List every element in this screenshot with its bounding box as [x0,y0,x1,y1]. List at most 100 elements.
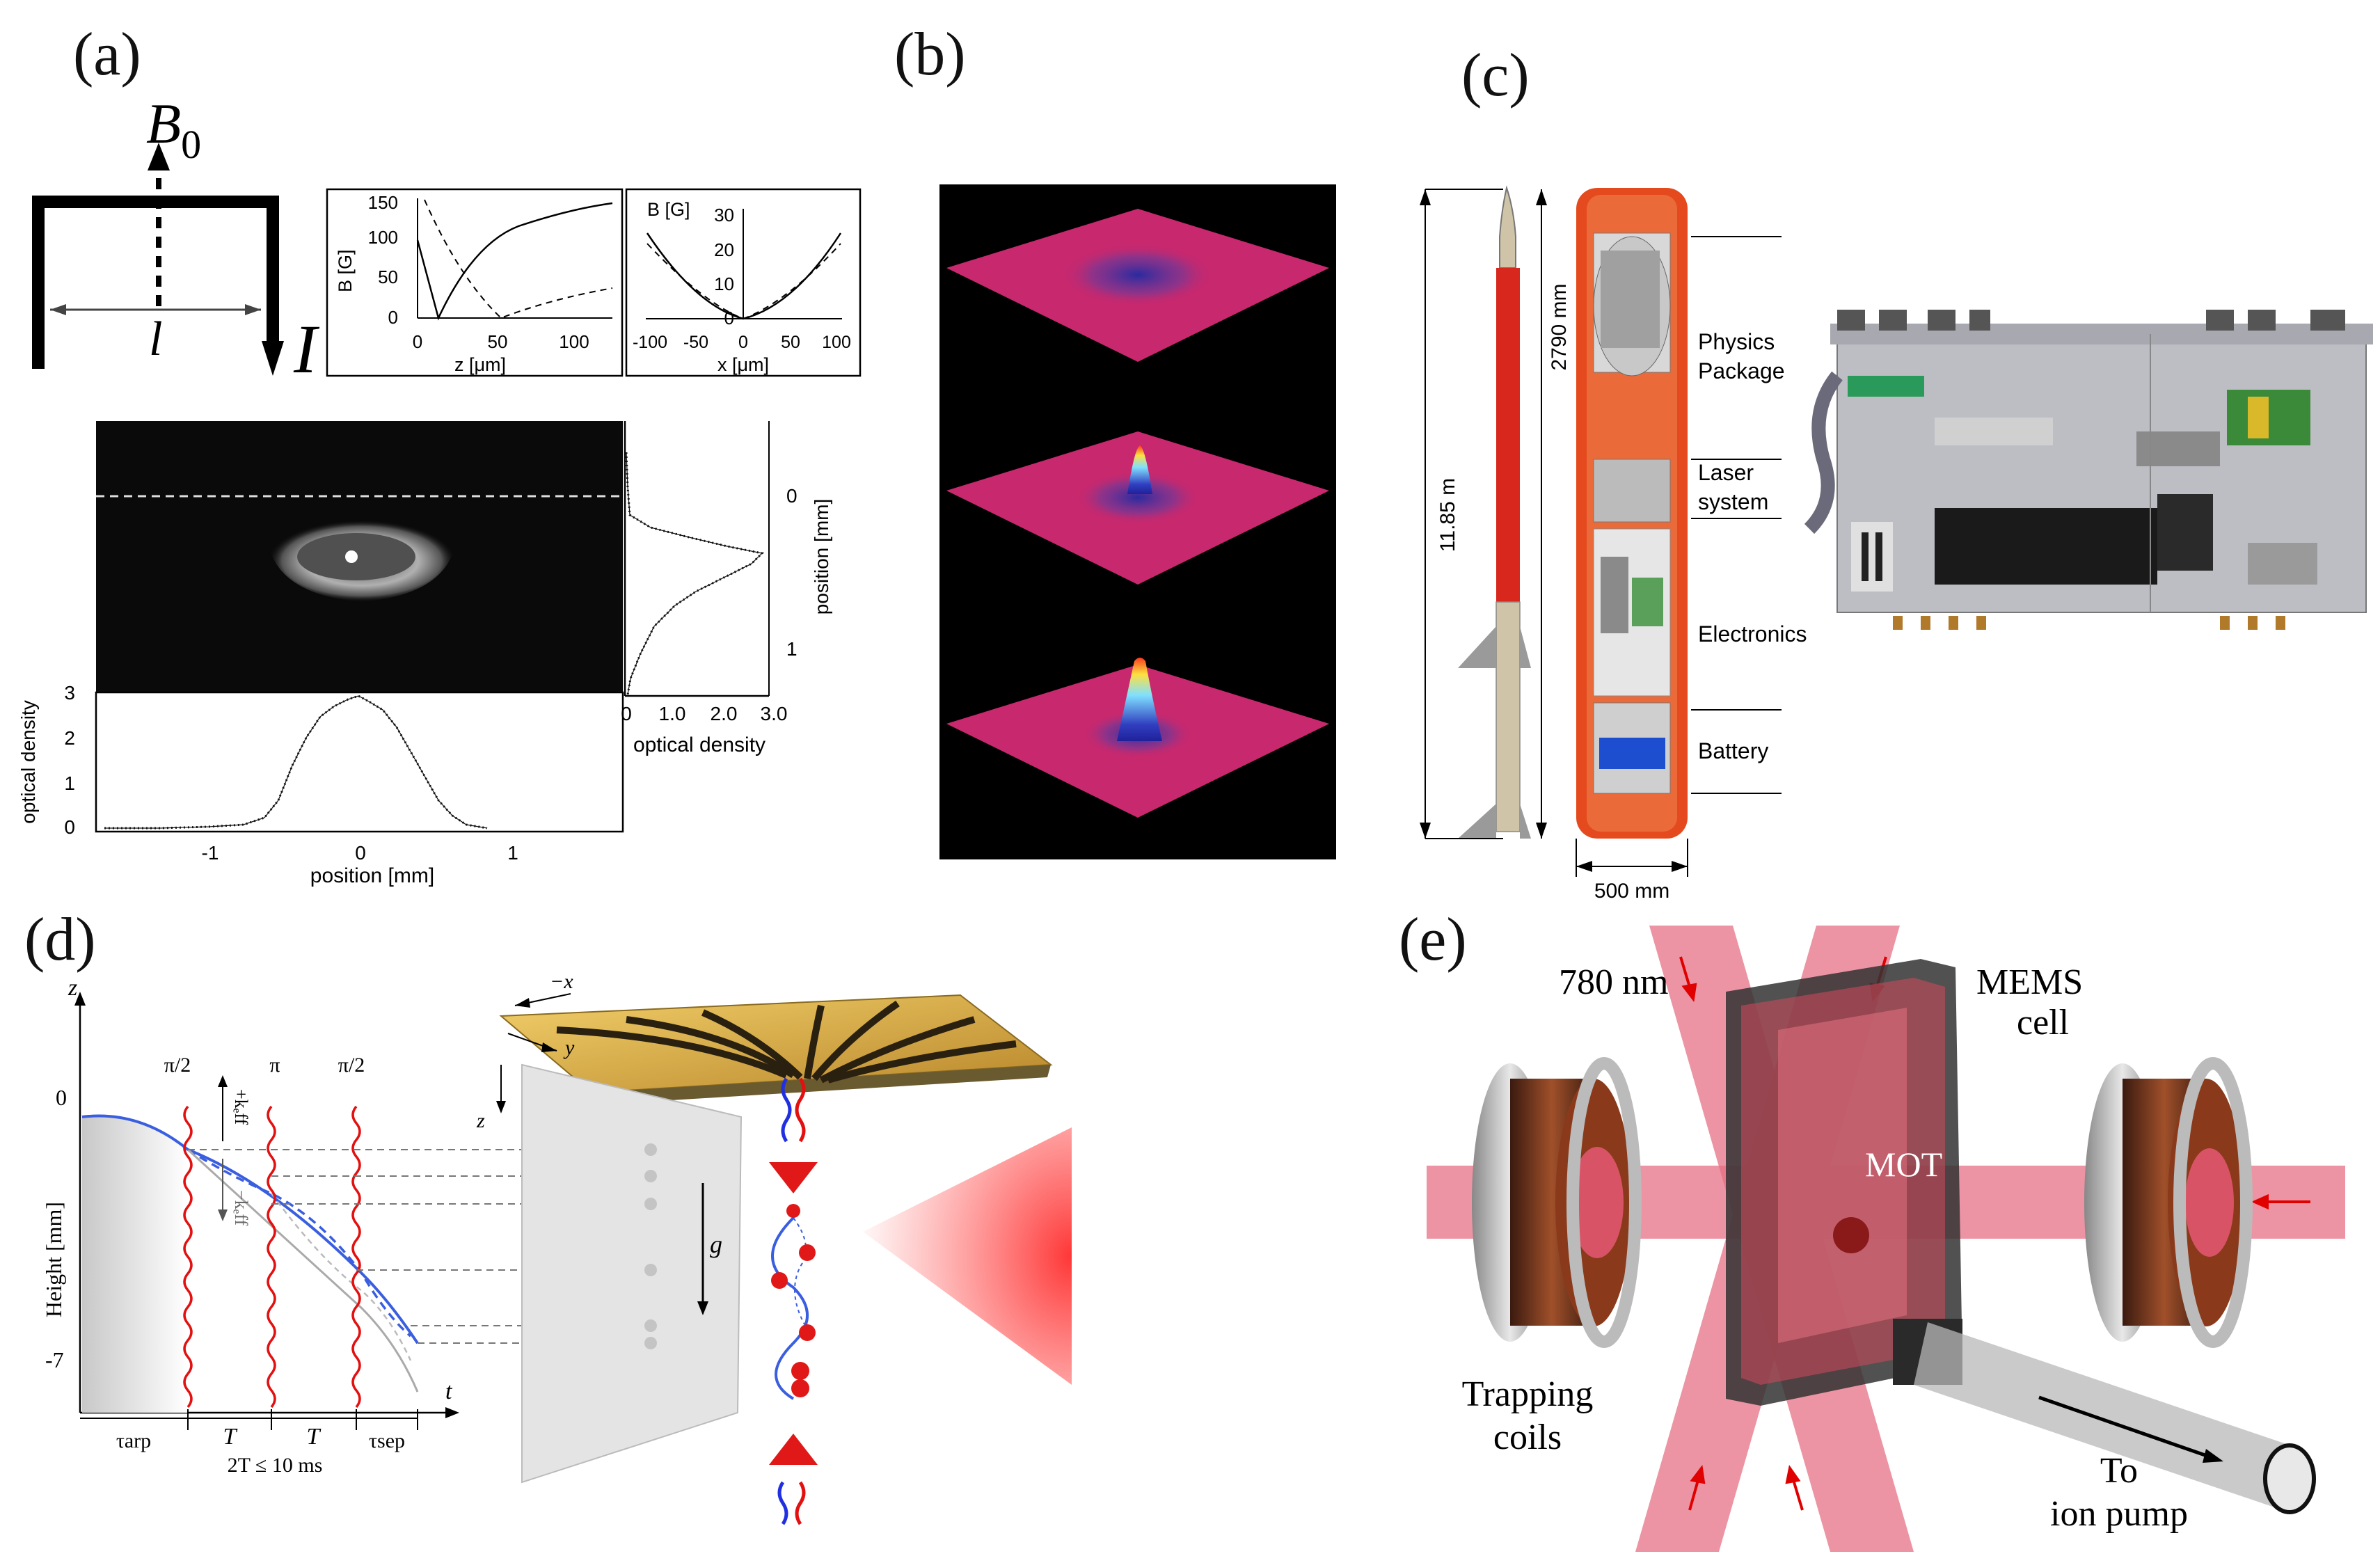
time-constraint: 2T ≤ 10 ms [228,1454,323,1477]
plot-x-xtick: -50 [683,333,708,352]
hprofile-xtick: 0 [355,842,366,864]
pulse-label-2: π [269,1054,280,1077]
density-surface-2 [946,431,1329,585]
plot-z-xtick: 50 [488,331,508,352]
plot-z: B [G] 150 100 50 0 0 50 100 z [μm] [326,188,624,377]
panel-label-c: (c) [1461,42,1530,109]
plot-x-xtick: 0 [738,333,748,352]
falling-atoms [769,1077,1072,1525]
axis-t-label: t [445,1379,453,1404]
plot-x: B [G] 30 20 10 0 -100 -50 0 50 100 x [μm… [625,188,862,377]
field-subscript: 0 [181,122,201,167]
vprofile-xlabel: optical density [633,733,765,756]
current-label: I [293,310,320,388]
axis-z-label: z [68,975,77,1001]
plot-x-ytick: 20 [714,239,734,260]
tau-sep: τsep [369,1429,405,1452]
module-width: 500 mm [1594,880,1669,903]
axis-ytick-7: -7 [45,1347,64,1372]
axis-ytick-0: 0 [56,1085,67,1110]
plot-x-xlabel: x [μm] [717,354,769,375]
hardware-rendering [1804,310,2373,630]
hprofile-xtick: -1 [202,842,219,864]
absorption-image [96,421,623,692]
keff-up: +kₑff [231,1089,251,1125]
ion-pump-tube [1893,1319,2316,1514]
mems-cell [1726,959,1962,1406]
plot-x-xtick: -100 [633,333,667,352]
tau-arp: τarp [116,1429,151,1452]
axis-ylabel: Height [mm] [41,1202,66,1317]
panel-b [939,184,1336,859]
detection-screen: g [521,1063,743,1484]
chip-axis-x: −x [550,970,573,993]
plot-z-ytick: 150 [368,192,398,213]
interval-t1: T [223,1424,238,1450]
plot-x-xtick: 50 [781,333,800,352]
length-label: l [149,312,162,366]
chip-axis-z: z [476,1109,485,1132]
plot-z-ytick: 100 [368,227,398,248]
vprofile-ylabel: position [mm] [811,499,832,615]
rocket-height: 11.85 m [1436,478,1459,552]
panel-label-d: (d) [24,906,96,974]
field-label: B0 [146,92,201,167]
panel-label-a: (a) [73,21,141,88]
plot-z-xlabel: z [μm] [454,354,506,375]
atom-chip: −x y z [476,970,1053,1132]
plot-z-xtick: 0 [413,331,422,352]
plot-x-xtick: 100 [822,333,851,352]
trapping-coil-right [2084,1057,2253,1348]
density-surface-3 [946,658,1329,818]
hprofile-ylabel: optical density [17,700,39,823]
vprofile-xtick: 2.0 [711,703,738,724]
plot-x-ytick: 30 [714,205,734,225]
panel-d: z t 0 -7 Height [mm] π/2 π π/2 +kₑff −kₑ… [41,970,1072,1525]
panel-label-b: (b) [894,21,966,88]
vertical-profile: 0 1 position [mm] 0 1.0 2.0 3.0 optical … [621,421,832,756]
wire-diagram: B0 l I [32,92,320,388]
chip-axis-y: y [563,1036,575,1059]
hprofile-xtick: 1 [507,842,518,864]
plot-z-xtick: 100 [559,331,589,352]
section-battery: Battery [1698,738,1768,763]
plot-z-ytick: 50 [378,267,398,287]
vprofile-ytick: 1 [786,638,798,660]
interval-t2: T [307,1424,322,1450]
panel-label-e: (e) [1399,906,1467,974]
section-electronics: Electronics [1698,621,1807,646]
hprofile-ytick: 3 [64,682,75,704]
horizontal-profile: 3 2 1 0 optical density -1 0 1 position … [17,682,624,887]
mot-label: MOT [1865,1145,1942,1184]
keff-down: −kₑff [231,1190,251,1226]
plot-z-ytick: 0 [388,307,398,328]
panel-a: B0 l I B [G] 150 100 50 0 0 50 100 z [μm… [17,92,862,887]
pulse-label-1: π/2 [164,1054,191,1077]
plot-x-ylabel: B [G] [647,199,690,220]
hprofile-ytick: 2 [64,727,75,749]
gravity-label: g [710,1230,722,1258]
trajectory-plot: z t 0 -7 Height [mm] π/2 π π/2 +kₑff −kₑ… [41,975,647,1477]
plot-x-ytick: 10 [714,273,734,294]
payload-module: 2790 mm 500 mm [1536,188,1688,903]
pulse-label-3: π/2 [338,1054,365,1077]
module-height: 2790 mm [1548,283,1571,370]
rocket [1458,185,1531,839]
trapping-coil-left [1472,1057,1642,1348]
wavelength-label: 780 nm [1559,962,1668,1002]
hprofile-ytick: 1 [64,772,75,794]
vprofile-xtick: 1.0 [659,703,686,724]
vprofile-ytick: 0 [786,485,798,507]
plot-z-ylabel: B [G] [335,249,356,292]
density-surface-1 [946,209,1329,362]
hprofile-ytick: 0 [64,816,75,838]
hprofile-xlabel: position [mm] [310,864,434,887]
